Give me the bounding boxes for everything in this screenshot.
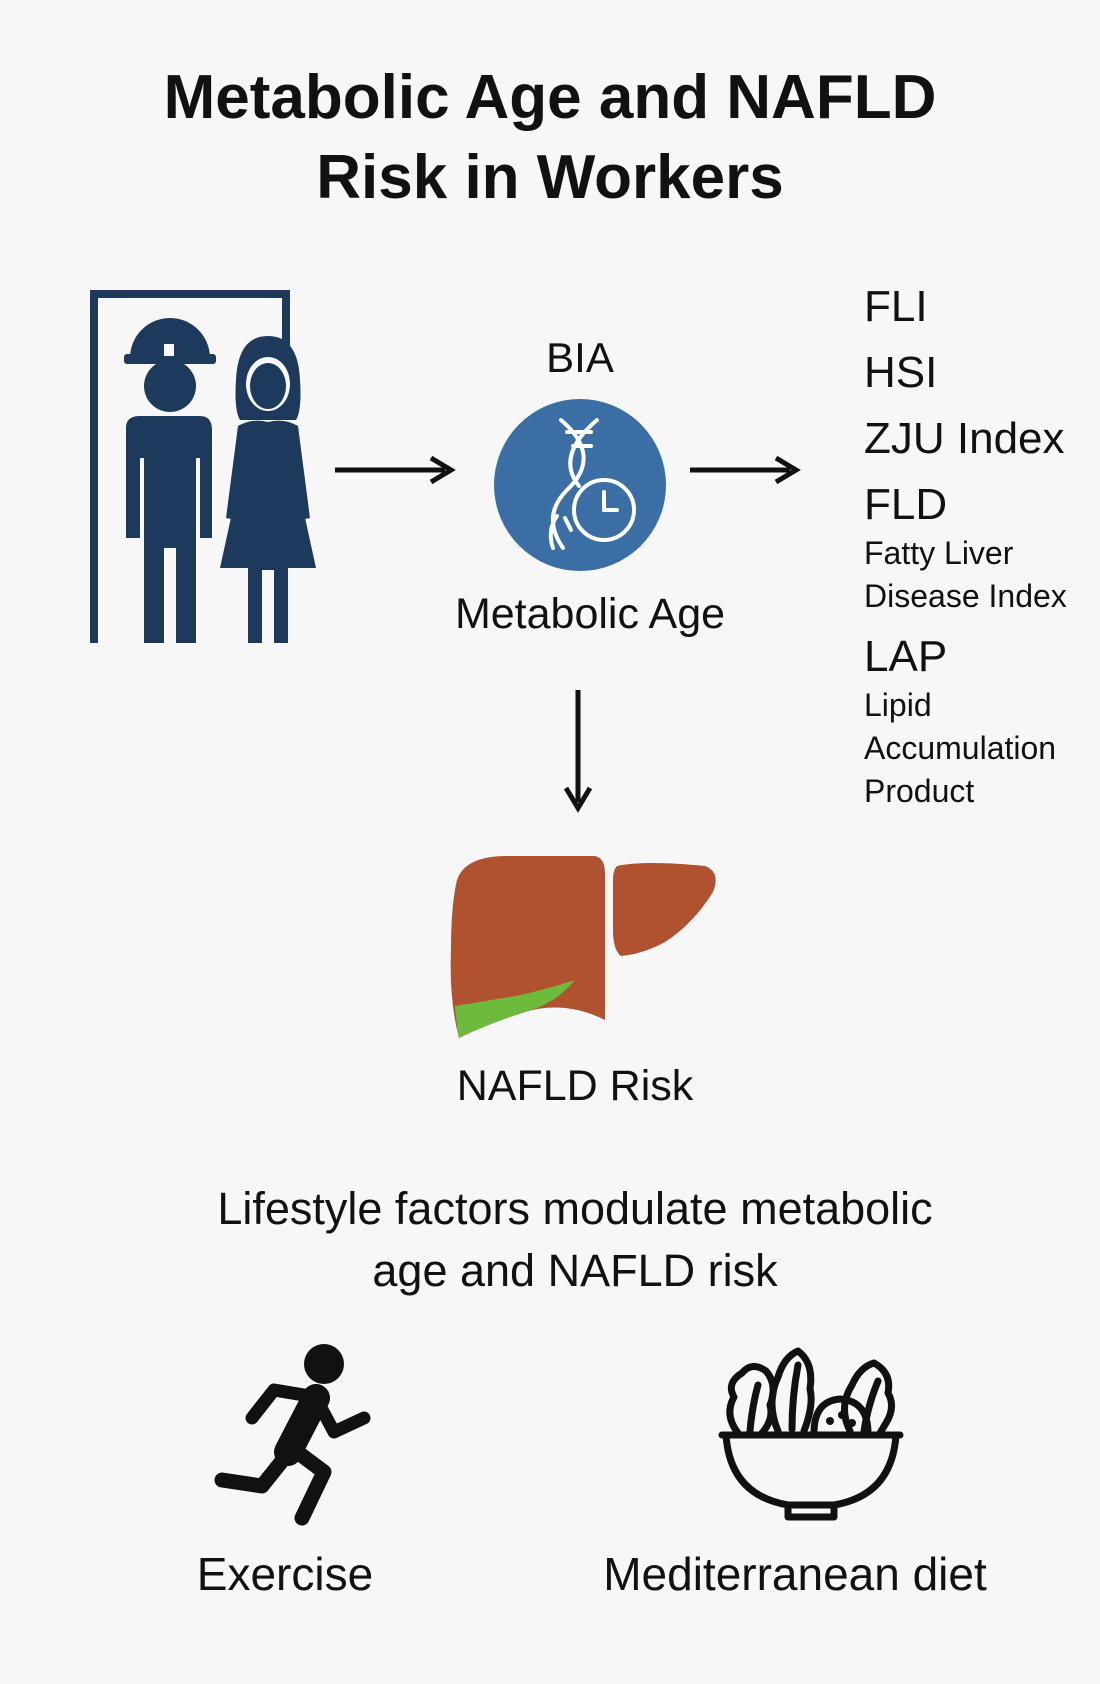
nafld-risk-label: NAFLD Risk (456, 1062, 694, 1110)
salad-bowl-icon (718, 1347, 904, 1521)
lifestyle-line-2: age and NAFLD risk (372, 1245, 778, 1296)
metabolic-age-label: Metabolic Age (454, 590, 726, 638)
bia-label: BIA (546, 334, 614, 381)
index-fli: FLI (864, 282, 928, 331)
index-fld-desc-2: Disease Index (864, 578, 1067, 614)
liver-icon (450, 856, 716, 1038)
lifestyle-line-1: Lifestyle factors modulate metabolic (217, 1183, 933, 1234)
index-zju: ZJU Index (864, 414, 1065, 463)
title-line-1: Metabolic Age and NAFLD (163, 63, 937, 132)
index-lap-desc-1: Lipid (864, 687, 932, 723)
liver-indices-list: FLI HSI ZJU Index FLD Fatty Liver Diseas… (864, 280, 1067, 813)
index-lap: LAP (864, 632, 948, 681)
runner-icon (214, 1344, 371, 1526)
title-line-2: Risk in Workers (316, 143, 784, 212)
index-lap-desc-2: Accumulation (864, 730, 1057, 766)
dna-clock-icon (494, 399, 666, 571)
arrow-to-indices (690, 455, 801, 485)
index-hsi: HSI (864, 348, 938, 397)
arrow-to-liver (563, 690, 593, 813)
page-title: Metabolic Age and NAFLD Risk in Workers (0, 58, 1100, 218)
index-fld: FLD (864, 480, 948, 529)
index-lap-desc-3: Product (864, 773, 975, 809)
mediterranean-diet-label: Mediterranean diet (603, 1548, 987, 1600)
workers-icon (90, 290, 316, 643)
index-fld-desc-1: Fatty Liver (864, 535, 1014, 571)
lifestyle-statement: Lifestyle factors modulate metabolic age… (0, 1178, 1100, 1302)
arrow-to-metabolic-age (335, 455, 456, 485)
exercise-label: Exercise (196, 1548, 374, 1600)
